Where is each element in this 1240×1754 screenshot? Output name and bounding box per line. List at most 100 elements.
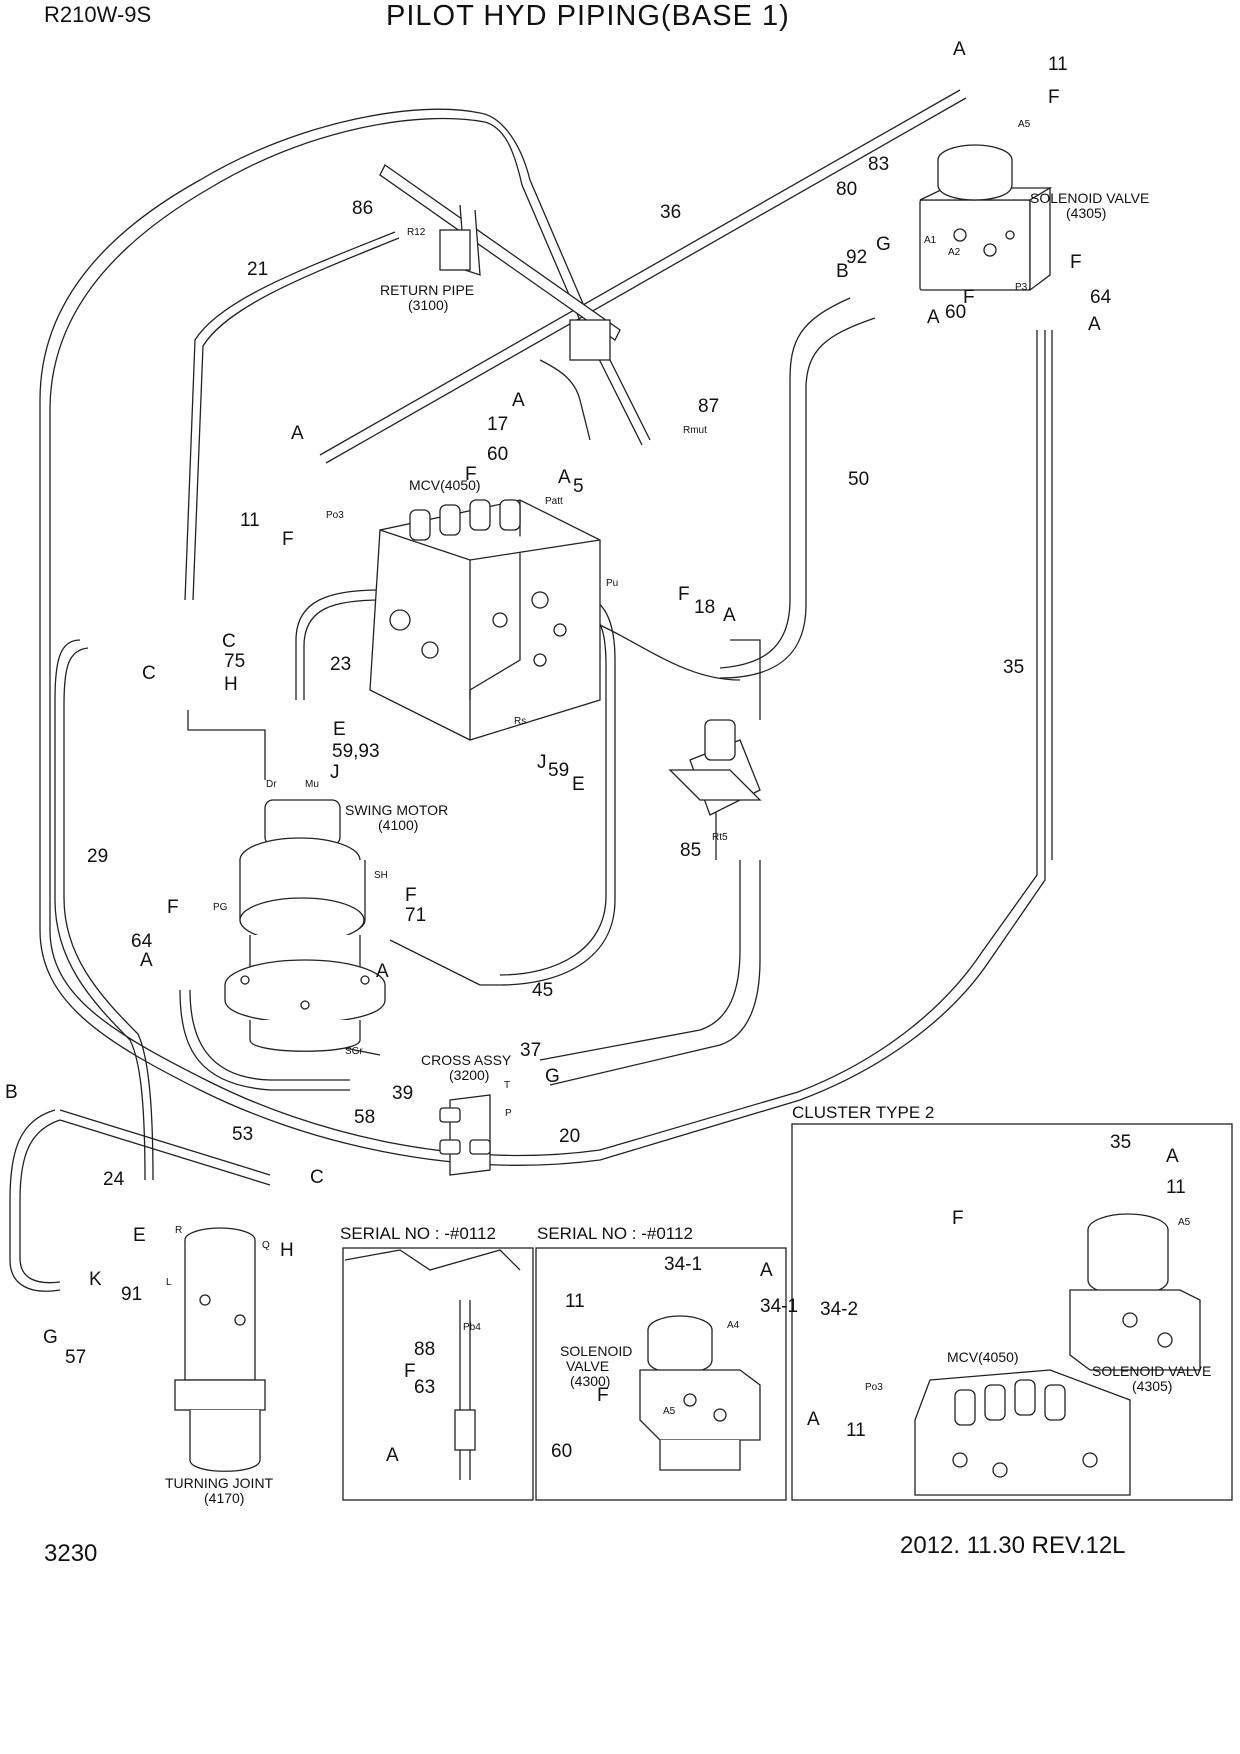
part-callout: 39 — [392, 1083, 413, 1104]
part-callout: A — [723, 605, 736, 626]
part-callout: F — [404, 1361, 416, 1382]
part-callout: A — [760, 1260, 773, 1281]
part-callout: 23 — [330, 654, 351, 675]
part-callout: K — [89, 1269, 102, 1290]
part-callout: J — [330, 762, 340, 783]
hose-50 — [719, 297, 851, 669]
port-label: Rs — [514, 716, 526, 727]
turning-joint-4170 — [174, 1227, 266, 1472]
part-callout: 58 — [354, 1107, 375, 1128]
part-callout: 21 — [247, 259, 268, 280]
hose-53 — [9, 1109, 61, 1292]
part-callout: 11 — [565, 1291, 585, 1312]
part-callout: 87 — [698, 396, 719, 417]
part-callout: 91 — [121, 1284, 142, 1305]
port-label: A5 — [663, 1406, 676, 1417]
part-callout: F — [678, 584, 690, 605]
hose-37 — [539, 860, 741, 1061]
part-callout: 11 — [1048, 54, 1068, 75]
port-label: PG — [213, 902, 228, 913]
part-callout: 5 — [573, 476, 584, 497]
revision: 2012. 11.30 REV.12L — [900, 1532, 1126, 1559]
port-label: A2 — [948, 247, 961, 258]
component-label-solenoid-valve-main: (4305) — [1066, 205, 1106, 221]
part-callout: 35 — [1003, 657, 1024, 678]
component-label-turning-joint: (4170) — [204, 1490, 244, 1506]
part-callout: 34-1 — [760, 1296, 798, 1317]
part-callout: F — [405, 885, 417, 906]
component-label-mcv: MCV(4050) — [409, 477, 481, 493]
port-label: P — [505, 1108, 512, 1119]
part-callout: 63 — [414, 1377, 435, 1398]
part-callout: 71 — [405, 905, 426, 926]
mcv-4050 — [369, 499, 601, 741]
part-callout: H — [280, 1240, 294, 1261]
solenoid-valve-4300 — [639, 1315, 761, 1471]
hose-24 — [59, 1119, 271, 1186]
component-label-swing-motor: SWING MOTOR — [345, 802, 448, 818]
hose-20 — [179, 989, 350, 1091]
hose-23 — [295, 589, 616, 986]
part-callout: A — [558, 467, 571, 488]
serial-right-title: SERIAL NO : -#0112 — [537, 1224, 693, 1243]
hose-29 — [39, 108, 1046, 1166]
port-label: Po3 — [326, 510, 344, 521]
port-label: Po3 — [865, 1382, 883, 1393]
part-callout: 60 — [945, 302, 966, 323]
part-callout: 34-1 — [664, 1254, 702, 1275]
part-callout: 37 — [520, 1040, 541, 1061]
component-label-cluster-mcv: MCV(4050) — [947, 1349, 1019, 1365]
part-callout: A — [807, 1409, 820, 1430]
component-label-cluster-solenoid: (4305) — [1132, 1378, 1172, 1394]
port-label: R — [175, 1225, 182, 1236]
cluster-solenoid-4305 — [1069, 1213, 1201, 1371]
swing-motor-4100 — [224, 799, 386, 1052]
part-callout: 83 — [868, 154, 889, 175]
part-callout: 18 — [694, 597, 715, 618]
part-callout: 50 — [848, 469, 869, 490]
hose-21 — [184, 231, 396, 601]
part-callout: F — [465, 464, 477, 485]
hose-45 — [389, 939, 481, 986]
hose-39 — [549, 860, 761, 1086]
solenoid-block — [668, 719, 762, 816]
part-callout: 64 — [1090, 287, 1112, 308]
part-callout: 11 — [240, 510, 260, 531]
part-callout: A — [953, 39, 966, 60]
part-callout: A — [140, 950, 153, 971]
part-callout: A — [927, 307, 940, 328]
port-label: A5 — [1018, 119, 1031, 130]
part-callout: A — [376, 961, 389, 982]
part-callout: 80 — [836, 179, 857, 200]
component-label-swing-motor: (4100) — [378, 817, 418, 833]
port-label: Rmut — [683, 425, 707, 436]
model-number: R210W-9S — [44, 2, 152, 27]
port-label: L — [166, 1277, 172, 1288]
serial-left-box — [342, 1247, 534, 1501]
part-callout: 85 — [680, 840, 701, 861]
part-callout: F — [952, 1208, 964, 1229]
part-callout: 20 — [559, 1126, 580, 1147]
serial-right-box — [535, 1247, 787, 1501]
part-callout: A — [291, 423, 304, 444]
port-label: Mu — [305, 779, 319, 790]
part-callout: A — [386, 1445, 399, 1466]
hose-36 — [319, 89, 961, 456]
cluster-box — [791, 1123, 1233, 1501]
part-callout: 11 — [846, 1420, 866, 1441]
part-callout: 60 — [551, 1441, 572, 1462]
part-callout: E — [333, 719, 346, 740]
part-callout: 59,93 — [332, 741, 380, 762]
component-label-solenoid-valve-4300: VALVE — [566, 1358, 609, 1374]
part-callout: C — [310, 1167, 324, 1188]
part-callout: 34-2 — [820, 1299, 858, 1320]
part-callout: J — [537, 752, 547, 773]
port-label: Pu — [606, 578, 618, 589]
part-callout: F — [167, 897, 179, 918]
part-callout: E — [572, 774, 585, 795]
part-callout: A — [512, 390, 525, 411]
part-callout: A — [1088, 314, 1101, 335]
port-label: Rt5 — [712, 832, 728, 843]
part-callout: F — [963, 287, 975, 308]
